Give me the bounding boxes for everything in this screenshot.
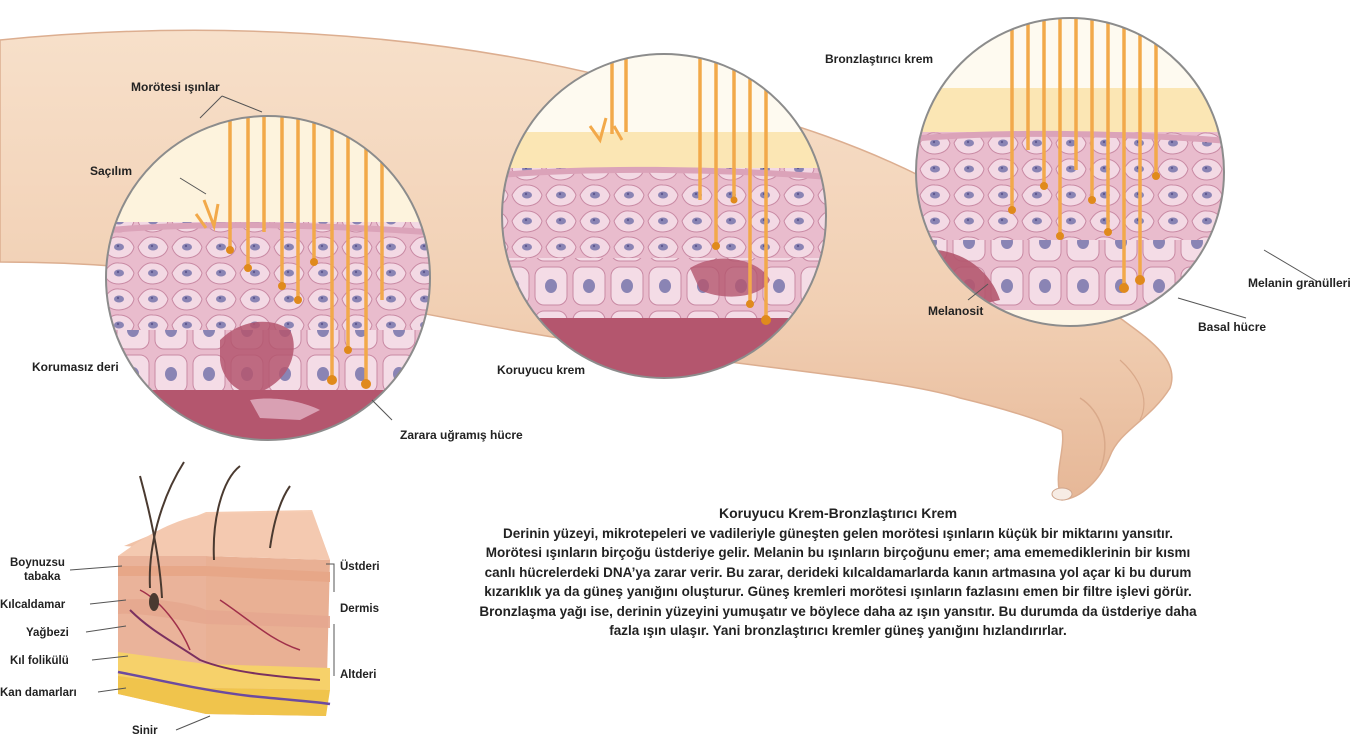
label-ultraviolet-rays: Morötesi ışınlar [131, 80, 220, 94]
label-damaged-cell: Zarara uğramış hücre [400, 428, 523, 442]
label-protective-cream: Koruyucu krem [497, 363, 585, 377]
label-melanocyte: Melanosit [928, 304, 983, 318]
label-dermis: Dermis [340, 602, 379, 616]
label-basal-cell: Basal hücre [1198, 320, 1266, 334]
caption-title: Koruyucu Krem-Bronzlaştırıcı Krem [478, 504, 1198, 524]
label-nerve: Sinir [132, 724, 158, 738]
label-stratum-corneum-line2: tabaka [24, 570, 60, 584]
label-hypodermis: Altderi [340, 668, 376, 682]
label-epidermis: Üstderi [340, 560, 380, 574]
label-unprotected-skin: Korumasız deri [32, 360, 119, 374]
label-hair-follicle: Kıl folikülü [10, 654, 69, 668]
label-tanning-cream: Bronzlaştırıcı krem [825, 52, 933, 66]
label-scattering: Saçılım [90, 164, 132, 178]
label-sebaceous-gland: Yağbezi [26, 626, 69, 640]
label-blood-vessels: Kan damarları [0, 686, 77, 700]
caption-block: Koruyucu Krem-Bronzlaştırıcı Krem Derini… [478, 504, 1198, 641]
label-melanin-granules: Melanin granülleri [1248, 276, 1351, 290]
caption-body: Derinin yüzeyi, mikrotepeleri ve vadiler… [479, 526, 1196, 639]
label-capillary: Kılcaldamar [0, 598, 65, 612]
skin-cross-section [118, 462, 330, 716]
label-stratum-corneum-line1: Boynuzsu [10, 556, 65, 570]
magnifier-tanning-cream [910, 10, 1230, 326]
